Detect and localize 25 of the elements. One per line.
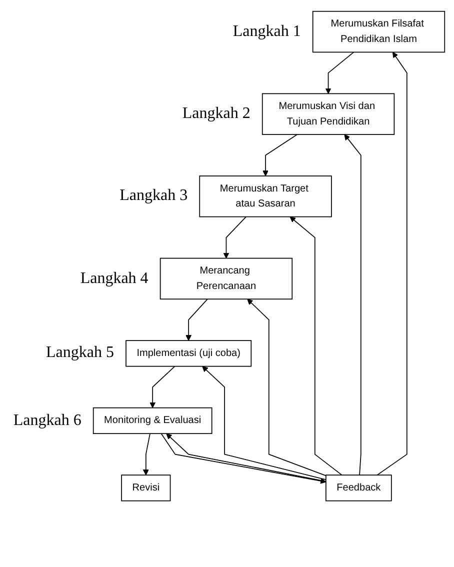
node-box: Feedback: [325, 474, 392, 502]
step-label: Langkah 2: [182, 105, 250, 124]
arrow: [202, 366, 326, 480]
arrow: [223, 216, 246, 259]
node-box: Merumuskan Target atau Sasaran: [199, 176, 332, 218]
node-box: Merancang Perencanaan: [160, 258, 293, 300]
step-label: Langkah 4: [80, 270, 148, 288]
step-label: Langkah 5: [46, 344, 114, 362]
node-box: Revisi: [121, 474, 171, 502]
node-box: Monitoring & Evaluasi: [92, 407, 212, 434]
node-box: Merumuskan Filsafat Pendidikan Islam: [312, 10, 446, 53]
step-label: Langkah 6: [13, 412, 82, 430]
arrow: [186, 298, 208, 341]
step-label: Langkah 3: [120, 187, 188, 206]
arrow: [247, 298, 326, 476]
node-box: Merumuskan Visi dan Tujuan Pendidikan: [262, 93, 395, 135]
arrow: [142, 433, 150, 476]
step-label: Langkah 1: [232, 22, 301, 41]
arrow: [325, 52, 354, 94]
arrow: [262, 134, 298, 176]
arrow: [290, 216, 342, 476]
node-box: Implementasi (uji coba): [126, 340, 252, 367]
arrow: [344, 134, 362, 476]
arrow: [376, 52, 408, 476]
arrow: [150, 366, 176, 408]
